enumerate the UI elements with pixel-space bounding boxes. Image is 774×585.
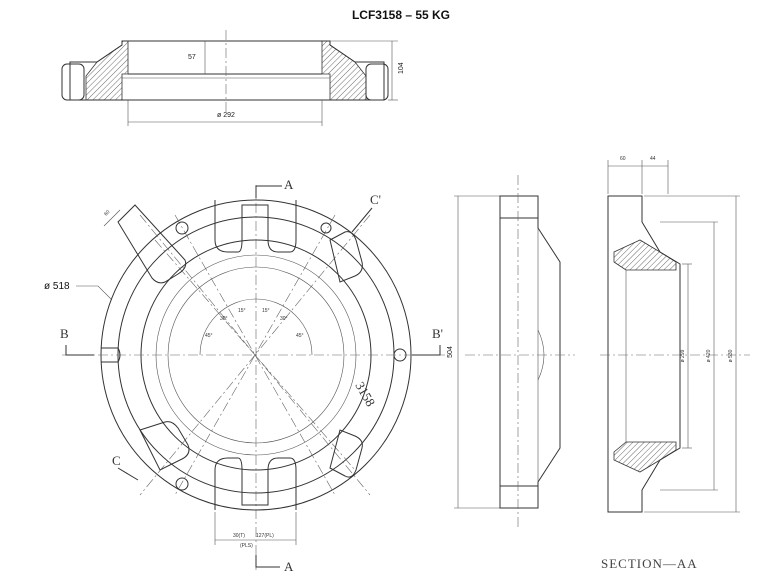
drawing-title: LCF3158 – 55 KG xyxy=(352,8,450,22)
slot-dim-2: 127(PL) xyxy=(256,533,274,539)
dim-60: 60 xyxy=(620,156,626,162)
side-view: 504 xyxy=(447,175,575,530)
dim-299: ø 299 xyxy=(680,349,686,362)
dim-lug-60: 60 xyxy=(103,209,111,217)
angle-label-4: 15° xyxy=(262,308,270,314)
dim-292: ø 292 xyxy=(217,112,235,119)
dim-530: ø 530 xyxy=(728,349,734,362)
section-a-top: A xyxy=(284,177,294,192)
dim-504: 504 xyxy=(447,346,454,358)
top-section-view: 57 104 ø 292 xyxy=(61,30,405,126)
section-b-left: B xyxy=(60,326,69,341)
dim-57: 57 xyxy=(188,54,196,61)
angle-label-6: 45° xyxy=(296,333,304,339)
slot-dim-1: 30(T) xyxy=(233,533,245,539)
angle-label-5: 30° xyxy=(280,316,288,322)
section-a-bottom: A xyxy=(284,559,294,574)
dim-420: ø 420 xyxy=(706,349,712,362)
section-c-bottom: C xyxy=(112,453,121,468)
section-aa-view: 60 44 ø 299 ø 420 ø 530 SECTION—AA xyxy=(600,156,750,571)
part-mark: 3158 xyxy=(352,379,378,409)
dim-104: 104 xyxy=(398,62,405,74)
plan-view: 45° 30° 15° 15° 30° 45° 3158 A A B B' C'… xyxy=(44,177,445,574)
section-label: SECTION—AA xyxy=(601,556,698,571)
slot-dim-3: (PLS) xyxy=(240,543,253,549)
dim-44: 44 xyxy=(650,156,656,162)
angle-label-3: 15° xyxy=(238,308,246,314)
section-c-top: C' xyxy=(370,192,381,207)
angle-label-1: 45° xyxy=(205,333,213,339)
angle-label-2: 30° xyxy=(220,316,228,322)
section-b-right: B' xyxy=(432,326,443,341)
dim-518: ø 518 xyxy=(44,281,70,292)
